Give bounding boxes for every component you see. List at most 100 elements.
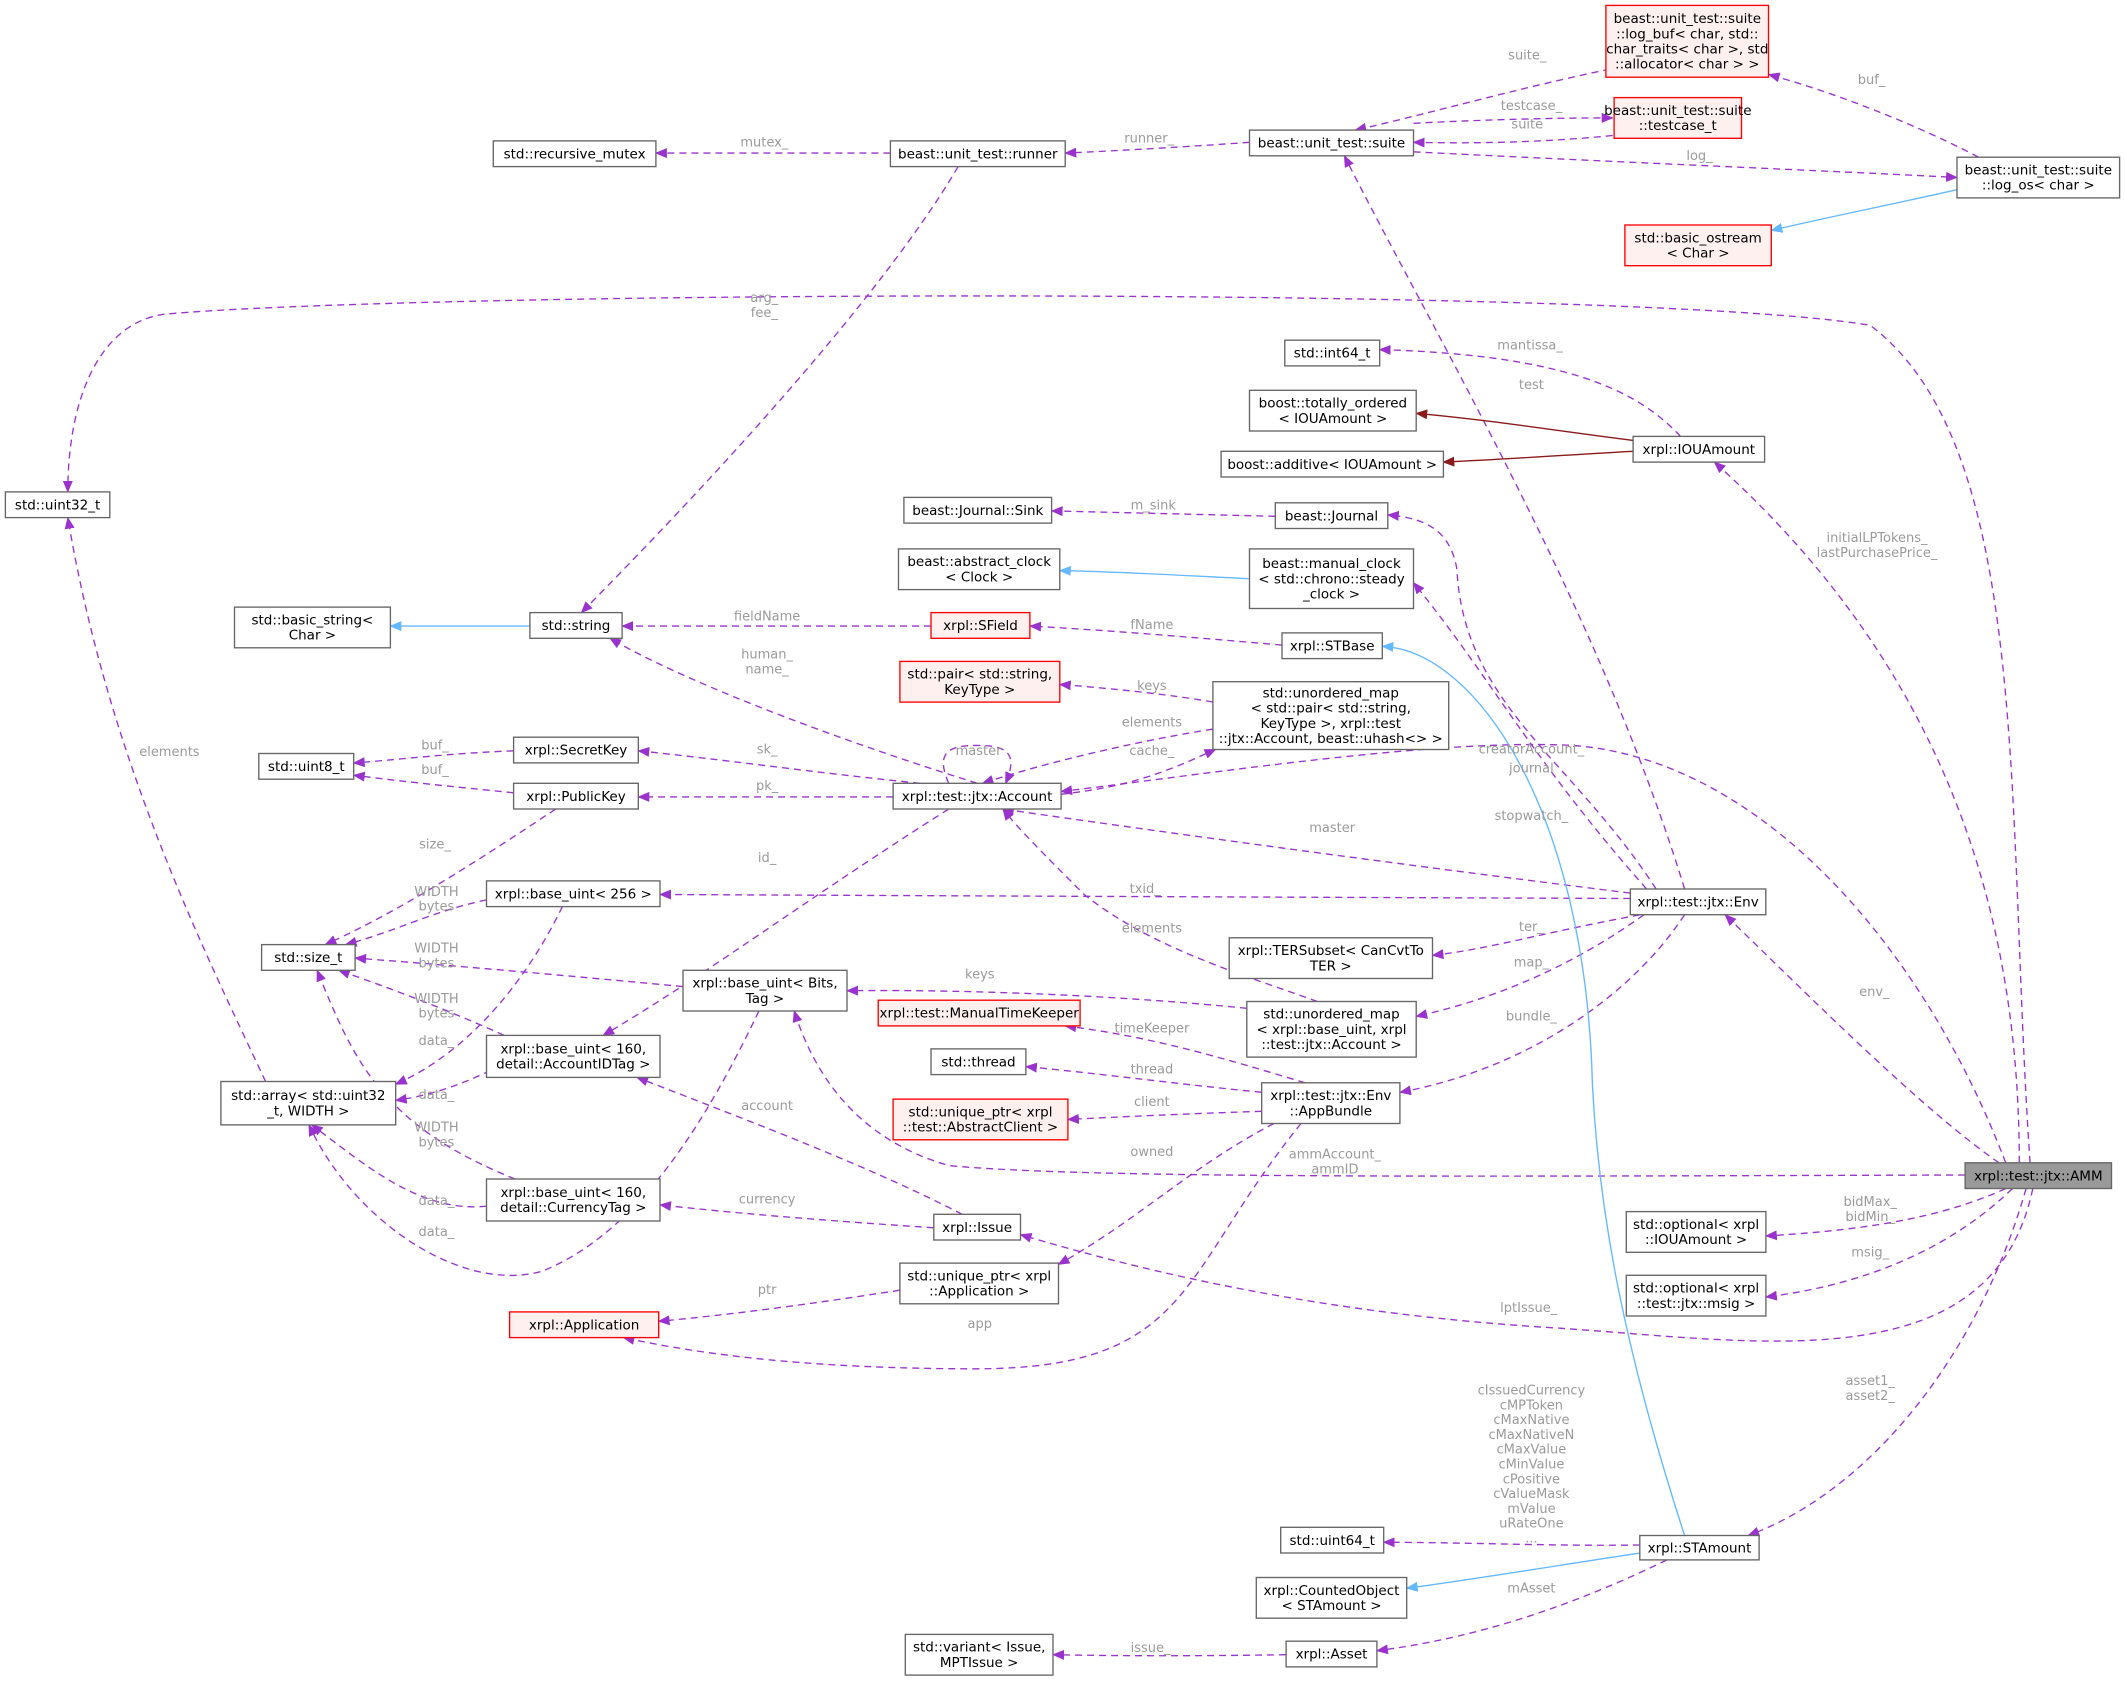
class-node-uptrclient[interactable]: std::unique_ptr< xrpl::test::AbstractCli… (892, 1098, 1069, 1141)
edge-bu160a-account (602, 808, 950, 1036)
class-node-iouamount[interactable]: xrpl::IOUAmount (1632, 435, 1766, 463)
edge-label-line: test (1519, 378, 1544, 393)
edge-label-line: currency (739, 1192, 796, 1207)
class-node-additive[interactable]: boost::additive< IOUAmount > (1220, 450, 1445, 478)
class-node-uint32[interactable]: std::uint32_t (4, 491, 111, 519)
class-node-box (258, 752, 355, 780)
edge-label-line: fieldName (734, 610, 800, 625)
edge-label-env-amm: env_ (1859, 985, 1890, 1000)
class-node-totord[interactable]: boost::totally_ordered< IOUAmount > (1248, 389, 1417, 432)
class-node-aclock[interactable]: beast::abstract_clock< Clock > (897, 548, 1061, 591)
class-node-box (1964, 1162, 2113, 1190)
class-node-thread[interactable]: std::thread (930, 1048, 1027, 1076)
class-node-asset[interactable]: xrpl::Asset (1285, 1640, 1378, 1668)
class-node-pair[interactable]: std::pair< std::string,KeyType > (899, 660, 1061, 703)
class-node-ostream[interactable]: std::basic_ostream< Char > (1624, 224, 1772, 267)
class-node-mclock[interactable]: beast::manual_clock< std::chrono::steady… (1248, 548, 1415, 610)
class-node-box (1605, 4, 1770, 78)
edge-label-line: master (1309, 821, 1355, 836)
class-node-bstring[interactable]: std::basic_string<Char > (233, 606, 392, 649)
class-node-uint64[interactable]: std::uint64_t (1280, 1526, 1385, 1554)
class-node-sfield[interactable]: xrpl::SField (930, 611, 1031, 639)
class-node-runner[interactable]: beast::unit_test::runner (889, 140, 1066, 168)
class-node-issue[interactable]: xrpl::Issue (933, 1213, 1022, 1241)
class-node-bubits[interactable]: xrpl::base_uint< Bits,Tag > (682, 969, 848, 1012)
edge-label-uint32-amm: arg_fee_ (750, 291, 778, 321)
class-node-counted[interactable]: xrpl::CountedObject< STAmount > (1255, 1576, 1408, 1619)
edge-label-line: log_ (1686, 149, 1713, 164)
class-node-int64[interactable]: std::int64_t (1284, 339, 1381, 367)
class-node-bu256[interactable]: xrpl::base_uint< 256 > (485, 880, 661, 908)
class-node-box (899, 660, 1061, 703)
edge-bubits-umap2 (846, 985, 1247, 1009)
class-node-sink[interactable]: beast::Journal::Sink (903, 496, 1053, 524)
edge-label-testcase-suite: testcase_ (1501, 99, 1563, 114)
edge-size-bu256 (344, 899, 487, 947)
class-node-label: beast::manual_clock (1262, 556, 1401, 572)
class-node-umap2[interactable]: std::unordered_map< xrpl::base_uint, xrp… (1246, 1000, 1417, 1058)
class-node-box (512, 736, 639, 764)
edge-label-string-sfield: fieldName (734, 610, 800, 625)
class-node-uint8[interactable]: std::uint8_t (258, 752, 355, 780)
edge-label-line: initialLPTokens_ (1826, 531, 1928, 546)
edge-variant-asset (1052, 1649, 1287, 1660)
class-node-public[interactable]: xrpl::PublicKey (512, 782, 639, 810)
edge-label-pair-umap1: keys (1137, 679, 1167, 694)
class-node-journal[interactable]: beast::Journal (1274, 502, 1389, 530)
class-node-rmutex[interactable]: std::recursive_mutex (492, 140, 657, 168)
class-node-optmsig[interactable]: std::optional< xrpl::test::jtx::msig > (1625, 1274, 1767, 1317)
class-node-label: < STAmount > (1281, 1598, 1381, 1614)
edge-account-env (1001, 805, 1631, 894)
class-node-label: xrpl::Application (529, 1317, 639, 1333)
class-node-umap1[interactable]: std::unordered_map< std::pair< std::stri… (1212, 681, 1450, 751)
class-node-logos[interactable]: beast::unit_test::suite::log_os< char > (1956, 156, 2121, 199)
class-node-appbundle[interactable]: xrpl::test::jtx::Env::AppBundle (1261, 1082, 1401, 1125)
class-node-string[interactable]: std::string (529, 611, 623, 639)
class-node-label: ::allocator< char > > (1615, 57, 1760, 73)
edge-label-line: mutex_ (740, 135, 788, 150)
edge-pair-umap1 (1058, 680, 1214, 703)
class-node-array[interactable]: std::array< std::uint32_t, WIDTH > (220, 1080, 397, 1126)
class-node-label: ::AppBundle (1290, 1103, 1372, 1119)
class-node-label: < Clock > (945, 569, 1013, 585)
edge-label-line: cMaxNative (1493, 1413, 1569, 1428)
class-node-bu160a[interactable]: xrpl::base_uint< 160,detail::AccountIDTa… (485, 1034, 661, 1079)
class-node-suite[interactable]: beast::unit_test::suite (1248, 129, 1415, 157)
edge-array-bu256 (394, 906, 564, 1085)
edge-label-account-amm: creatorAccount_ (1479, 743, 1585, 758)
class-node-label: std::optional< xrpl (1633, 1281, 1759, 1297)
edge-label-array-bubits: data_ (419, 1225, 455, 1240)
class-node-mtk[interactable]: xrpl::test::ManualTimeKeeper (877, 999, 1081, 1027)
edge-label-line: txid_ (1130, 882, 1162, 897)
class-node-application[interactable]: xrpl::Application (508, 1311, 660, 1339)
class-node-env[interactable]: xrpl::test::jtx::Env (1629, 888, 1767, 916)
class-node-label: ::test::AbstractClient > (903, 1120, 1058, 1136)
class-node-label: std::unique_ptr< xrpl (907, 1268, 1051, 1284)
class-node-amm[interactable]: xrpl::test::jtx::AMM (1964, 1162, 2113, 1190)
class-node-stbase[interactable]: xrpl::STBase (1281, 632, 1383, 660)
class-node-logbuf[interactable]: beast::unit_test::suite::log_buf< char, … (1605, 4, 1770, 78)
edge-umap1-account (1061, 748, 1217, 795)
class-node-box (220, 1080, 397, 1126)
class-node-stamount[interactable]: xrpl::STAmount (1639, 1534, 1760, 1561)
class-node-uptrapp[interactable]: std::unique_ptr< xrpl::Application > (899, 1262, 1060, 1305)
class-node-bu160c[interactable]: xrpl::base_uint< 160,detail::CurrencyTag… (485, 1178, 661, 1222)
class-node-account[interactable]: xrpl::test::jtx::Account (892, 782, 1062, 810)
class-node-box (897, 548, 1061, 591)
class-node-sizet[interactable]: std::size_t (260, 943, 356, 971)
edge-label-string-account: human_name_ (741, 648, 793, 678)
edge-label-line: account (741, 1099, 793, 1114)
class-node-variant[interactable]: std::variant< Issue,MPTIssue > (904, 1633, 1054, 1676)
edge-size-bu160a (337, 969, 505, 1037)
class-node-secret[interactable]: xrpl::SecretKey (512, 736, 639, 764)
edge-appbundle-env (1399, 914, 1686, 1096)
edge-label-line: buf_ (421, 763, 449, 778)
edge-label-line: cMPToken (1500, 1398, 1563, 1413)
edge-label-sfield-stbase: fName (1130, 618, 1173, 633)
class-node-testcase[interactable]: beast::unit_test::suite::testcase_t (1604, 96, 1752, 139)
edge-optmsig-amm (1764, 1188, 2013, 1301)
edge-label-line: bundle_ (1506, 1010, 1558, 1025)
class-node-optiou[interactable]: std::optional< xrpl::IOUAmount > (1625, 1210, 1767, 1253)
